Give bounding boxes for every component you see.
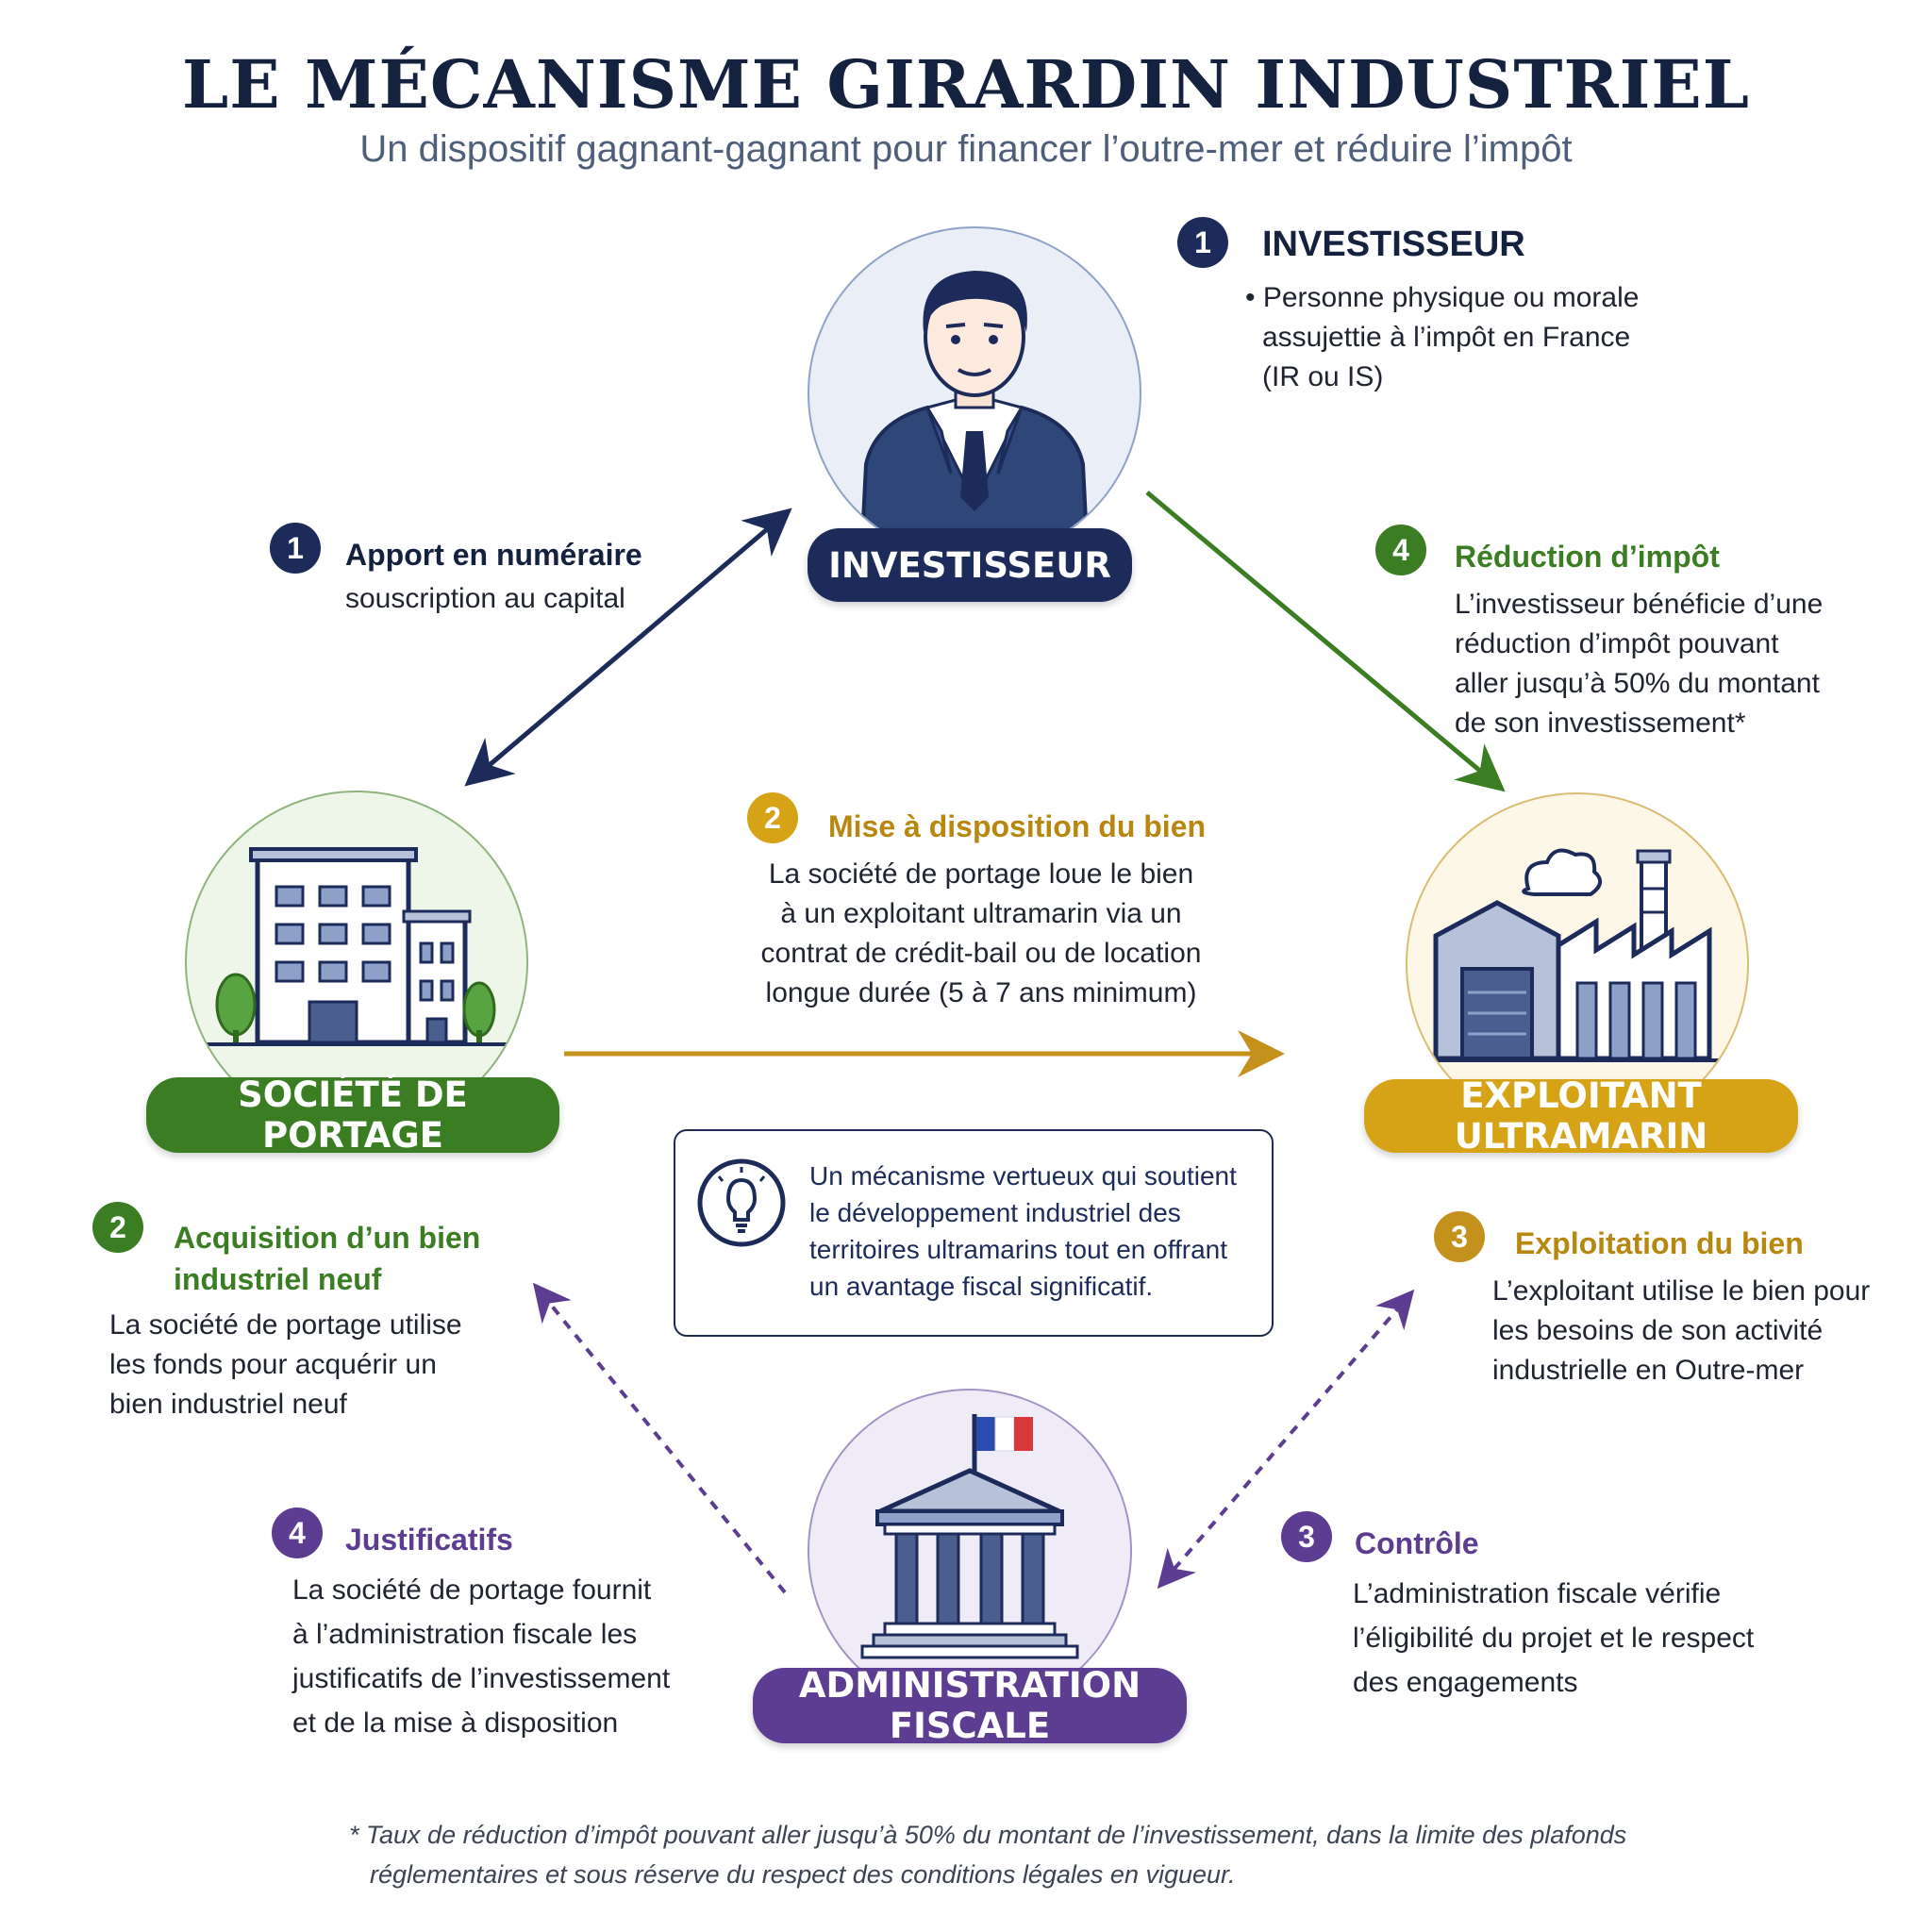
exploitant-circle [1406, 792, 1749, 1136]
page-subtitle: Un dispositif gagnant-gagnant pour finan… [359, 128, 1573, 170]
government-building-icon [860, 1414, 1079, 1659]
step-acquisition-heading: Acquisition d’un bien industriel neuf [174, 1221, 481, 1296]
step-mise-badge: 2 [747, 792, 798, 843]
societe-circle [185, 791, 528, 1134]
step-controle-badge: 3 [1281, 1511, 1332, 1562]
footnote-line-2: réglementaires et sous réserve du respec… [370, 1860, 1236, 1889]
factory-icon [1422, 848, 1733, 1062]
step-acquisition-badge: 2 [92, 1202, 143, 1253]
step-exploitation-text: L’exploitant utilise le bien pour les be… [1492, 1275, 1871, 1386]
french-flag-icon [976, 1416, 1033, 1452]
step-apport-badge: 1 [270, 523, 321, 574]
investor-person-icon [858, 271, 1091, 558]
administration-circle [808, 1389, 1132, 1713]
administration-label: ADMINISTRATION FISCALE [753, 1665, 1187, 1746]
arrow-justificatifs [532, 1282, 787, 1594]
lightbulb-icon [697, 1158, 786, 1247]
page-title: LE MÉCANISME GIRARDIN INDUSTRIEL [182, 45, 1750, 124]
step-justificatifs-heading: Justificatifs [345, 1523, 513, 1557]
step-justificatifs-badge: 4 [272, 1507, 323, 1558]
investisseur-circle [808, 226, 1141, 560]
step-exploitation-heading: Exploitation du bien [1515, 1226, 1804, 1260]
step-reduction-text: L’investisseur bénéficie d’une réduction… [1455, 589, 1824, 739]
footnote-line-1: * Taux de réduction d’impôt pouvant alle… [349, 1821, 1627, 1849]
investisseur-info-text: • Personne physique ou morale assujettie… [1245, 282, 1640, 392]
societe-label: SOCIÉTÉ DE PORTAGE [146, 1074, 559, 1156]
step-justificatifs-text: La société de portage fournit à l’admini… [292, 1574, 671, 1739]
step-apport-heading: Apport en numéraire [345, 538, 642, 572]
info-box-text: Un mécanisme vertueux qui soutient le dé… [809, 1161, 1237, 1301]
investisseur-info-badge: 1 [1177, 217, 1228, 268]
step-reduction-badge: 4 [1375, 525, 1426, 575]
investisseur-info-heading: INVESTISSEUR [1262, 225, 1525, 264]
step-mise-heading: Mise à disposition du bien [828, 809, 1207, 843]
step-acquisition-text: La société de portage utilise les fonds … [109, 1309, 462, 1420]
exploitant-label: EXPLOITANT ULTRAMARIN [1364, 1075, 1798, 1157]
arrow-reduction [1145, 491, 1506, 792]
info-box: Un mécanisme vertueux qui soutient le dé… [674, 1129, 1274, 1337]
step-controle-text: L’administration fiscale vérifie l’éligi… [1353, 1578, 1755, 1698]
arrow-apport [464, 508, 792, 787]
step-controle-heading: Contrôle [1355, 1526, 1479, 1560]
step-reduction-heading: Réduction d’impôt [1455, 540, 1720, 574]
office-building-icon [206, 847, 508, 1046]
step-exploitation-badge: 3 [1434, 1211, 1485, 1262]
investisseur-label: INVESTISSEUR [808, 528, 1132, 602]
step-apport-text: souscription au capital [345, 583, 625, 614]
step-mise-text: La société de portage loue le bien à un … [760, 858, 1202, 1008]
